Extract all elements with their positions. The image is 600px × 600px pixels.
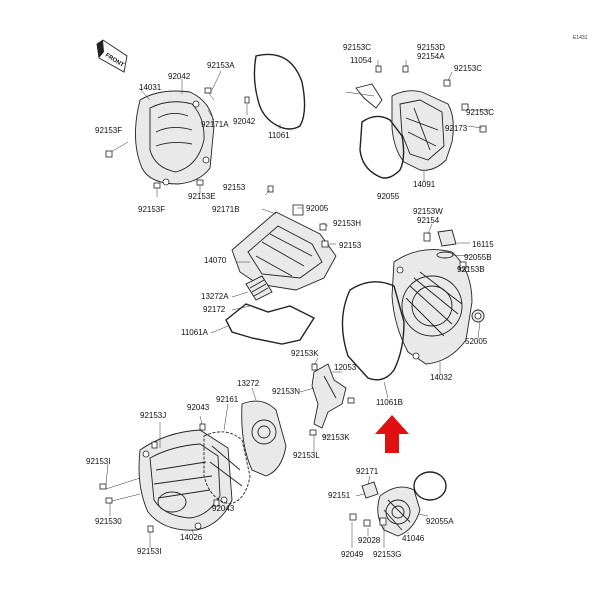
- label-92042-a: 92042: [168, 72, 191, 81]
- small-parts-right: [383, 223, 485, 399]
- label-12053: 12053: [334, 363, 357, 372]
- cover-14032: [391, 249, 473, 365]
- label-92153e: 92153E: [188, 192, 216, 201]
- label-92153g: 92153G: [373, 550, 401, 559]
- label-92153j: 92153J: [140, 411, 166, 420]
- label-92153i-1: 92153I: [86, 457, 110, 466]
- label-13272: 13272: [237, 379, 260, 388]
- front-direction-sign: FRONT: [96, 39, 128, 73]
- bracket-12053: [299, 357, 355, 452]
- label-92171: 92171: [356, 467, 379, 476]
- label-92154: 92154: [417, 216, 440, 225]
- gasket-11061a: [225, 303, 316, 345]
- gasket-11061: [253, 53, 306, 130]
- label-92153d: 92153D: [417, 43, 445, 52]
- label-92028: 92028: [358, 536, 381, 545]
- cover-13272: [241, 400, 287, 477]
- label-11061b: 11061B: [376, 398, 403, 407]
- diagram-code: E1431: [573, 35, 588, 41]
- cover-14031: [135, 90, 215, 186]
- bolts-top-left: [105, 87, 250, 197]
- label-92172: 92172: [203, 305, 226, 314]
- label-92153k-1: 92153K: [291, 349, 319, 358]
- label-13272a: 13272A: [201, 292, 229, 301]
- label-92055b: 92055B: [464, 253, 492, 262]
- label-92049: 92049: [341, 550, 364, 559]
- label-11061: 11061: [268, 131, 290, 140]
- label-92005: 92005: [306, 204, 329, 213]
- label-92153f-top: 92153F: [95, 126, 122, 135]
- cover-14070: [231, 185, 337, 291]
- label-92043-b: 92043: [212, 504, 235, 513]
- bolts-top-right: [375, 60, 490, 182]
- cover-41046: [377, 486, 421, 537]
- label-14032: 14032: [430, 373, 453, 382]
- label-92153h: 92153H: [333, 219, 361, 228]
- label-92153l: 92153L: [293, 451, 320, 460]
- label-92055: 92055: [377, 192, 400, 201]
- label-92154a: 92154A: [417, 52, 445, 61]
- label-92153a: 92153A: [207, 61, 235, 70]
- label-92153c-2: 92153C: [454, 64, 482, 73]
- label-92153k-2: 92153K: [322, 433, 350, 442]
- label-14026: 14026: [180, 533, 203, 542]
- label-92153c-3: 92153C: [466, 108, 494, 117]
- label-92171a: 92171A: [201, 120, 229, 129]
- label-92153f-bottom: 92153F: [138, 205, 165, 214]
- bolts-bottom-left: [99, 387, 257, 548]
- label-92153-b: 92153: [339, 241, 362, 250]
- label-14031: 14031: [139, 83, 162, 92]
- label-92153b: 92153B: [457, 265, 485, 274]
- label-11054: 11054: [350, 56, 372, 65]
- label-92171b: 92171B: [212, 205, 240, 214]
- label-92042-b: 92042: [233, 117, 256, 126]
- label-92173: 92173: [445, 124, 468, 133]
- label-92153i-2: 92153I: [137, 547, 161, 556]
- label-16115: 16115: [472, 240, 494, 249]
- filter-13272a: [245, 275, 273, 301]
- cover-14091: [391, 90, 454, 171]
- label-14091: 14091: [413, 180, 436, 189]
- label-92151: 92151: [328, 491, 351, 500]
- gasket-92161: [203, 431, 251, 505]
- label-921530: 921530: [95, 517, 122, 526]
- label-92161: 92161: [216, 395, 239, 404]
- label-92153w: 92153W: [413, 207, 443, 216]
- gasket-92055: [359, 115, 405, 179]
- label-52005: 52005: [465, 337, 488, 346]
- label-92153-a: 92153: [223, 183, 246, 192]
- label-92055a: 92055A: [426, 517, 454, 526]
- red-up-arrow: [375, 415, 409, 453]
- label-11061a: 11061A: [181, 328, 209, 337]
- gasket-11061b: [341, 281, 405, 381]
- small-parts-bottom-right: [349, 475, 429, 548]
- label-41046: 41046: [402, 534, 425, 543]
- label-92153c-1: 92153C: [343, 43, 371, 52]
- lever-11054: [345, 83, 383, 109]
- label-92153n: 92153N: [272, 387, 300, 396]
- label-14070: 14070: [204, 256, 227, 265]
- o-ring-92055a: [413, 471, 447, 501]
- label-92043-a: 92043: [187, 403, 210, 412]
